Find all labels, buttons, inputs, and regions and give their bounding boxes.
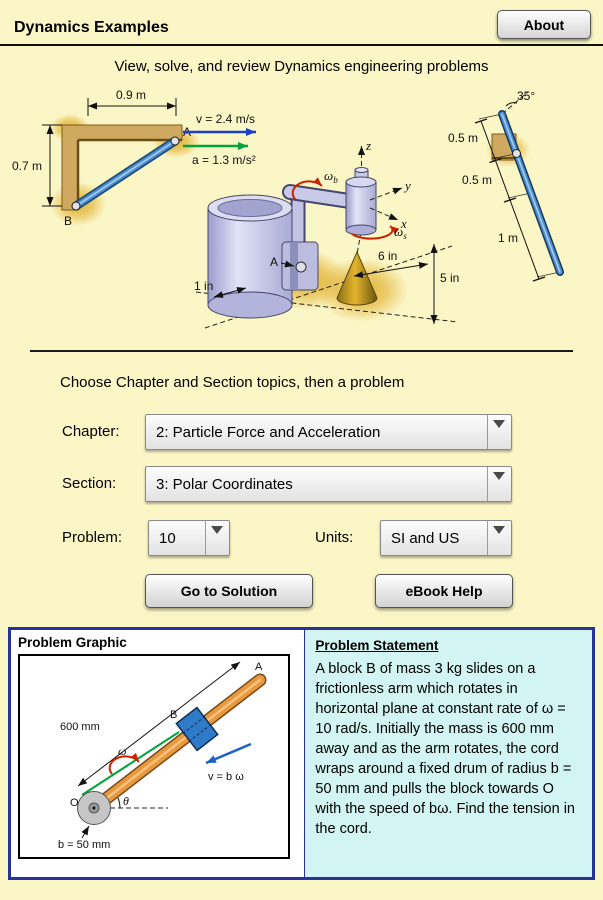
chooser-instruction: Choose Chapter and Section topics, then … xyxy=(60,374,405,391)
dim-label-height: 0.7 m xyxy=(12,159,42,173)
problem-value: 10 xyxy=(159,529,176,547)
origin-label: O xyxy=(70,797,79,809)
pin-a xyxy=(170,136,180,146)
diagram-rotating-mechanism: z y x ωb ωs A 1 in 6 in 5 in xyxy=(194,138,459,329)
drum-radius-label: b = 50 mm xyxy=(58,839,110,851)
omega-s-arrow xyxy=(351,225,400,240)
omega-arrow xyxy=(108,752,140,775)
mech-point-a-label: A xyxy=(270,255,278,269)
units-select-arrow-seg xyxy=(487,521,511,555)
omega-b-label: ωb xyxy=(324,168,338,185)
velocity-label: v = 2.4 m/s xyxy=(196,112,255,126)
diagram-swinging-rod: 35° 0.5 m 0.5 m 1 m xyxy=(448,89,564,282)
cord-line xyxy=(81,731,180,796)
chapter-select[interactable]: 2: Particle Force and Acceleration xyxy=(145,414,512,450)
problem-statement-text: A block B of mass 3 kg slides on a frict… xyxy=(315,661,575,837)
section-select[interactable]: 3: Polar Coordinates xyxy=(145,466,512,502)
problem-graphic-pane: Problem Graphic 600 mm θ xyxy=(11,630,305,877)
problem-label: Problem: xyxy=(62,529,123,546)
block-b-label: B xyxy=(170,709,177,721)
acceleration-label: a = 1.3 m/s² xyxy=(192,153,256,167)
omega-b-arrow xyxy=(291,177,323,201)
problem-statement-title: Problem Statement xyxy=(315,638,439,653)
problem-graphic-drawing: 600 mm θ O xyxy=(58,661,267,851)
chapter-label: Chapter: xyxy=(62,423,120,440)
problem-graphic-box: 600 mm θ O xyxy=(18,654,290,859)
pin-b xyxy=(71,201,81,211)
axis-x-label: x xyxy=(400,216,407,231)
header-divider xyxy=(0,44,603,46)
about-button[interactable]: About xyxy=(497,10,591,39)
section-select-arrow-seg xyxy=(487,467,511,501)
ebook-help-button[interactable]: eBook Help xyxy=(375,574,513,608)
problem-select[interactable]: 10 xyxy=(148,520,230,556)
page-title: Dynamics Examples xyxy=(14,19,169,36)
dim-label-600mm: 600 mm xyxy=(60,721,100,733)
dim-label-bottom: 1 m xyxy=(498,231,518,245)
chevron-down-icon xyxy=(493,526,505,534)
dim-label-1in: 1 in xyxy=(194,279,213,293)
problem-select-arrow-seg xyxy=(205,521,229,555)
hero-illustration: 0.9 m 0.7 m A B v = 2.4 m/s a = 1.3 m/s² xyxy=(12,88,564,329)
block-velocity-arrow xyxy=(205,742,252,765)
point-b-label: B xyxy=(64,214,72,228)
chevron-down-icon xyxy=(493,472,505,480)
units-select[interactable]: SI and US xyxy=(380,520,512,556)
app-subtitle: View, solve, and review Dynamics enginee… xyxy=(114,58,489,75)
axis-y-label: y xyxy=(403,178,411,193)
chevron-down-icon xyxy=(211,526,223,534)
arm-end-a-label: A xyxy=(255,661,263,673)
chapter-value: 2: Particle Force and Acceleration xyxy=(156,423,381,441)
dim-label-top: 0.5 m xyxy=(448,131,478,145)
chevron-down-icon xyxy=(493,420,505,428)
section-label: Section: xyxy=(62,475,117,492)
angle-label: 35° xyxy=(517,89,535,103)
problem-panel: Problem Graphic 600 mm θ xyxy=(8,627,595,880)
clevis-pin xyxy=(295,261,307,273)
dim-label-6in: 6 in xyxy=(378,249,397,263)
problem-statement-pane: Problem Statement A block B of mass 3 kg… xyxy=(304,630,592,877)
section-divider xyxy=(30,350,573,352)
chapter-select-arrow-seg xyxy=(487,415,511,449)
problem-graphic-title: Problem Graphic xyxy=(18,635,127,650)
rod-pivot-pin xyxy=(512,149,521,158)
dim-label-mid: 0.5 m xyxy=(462,173,492,187)
section-value: 3: Polar Coordinates xyxy=(156,475,293,493)
diagram-rod-on-bracket: 0.9 m 0.7 m A B v = 2.4 m/s a = 1.3 m/s² xyxy=(12,88,256,228)
units-label: Units: xyxy=(315,529,354,546)
omega-s-label: ωs xyxy=(394,224,407,241)
dim-label-5in: 5 in xyxy=(440,271,459,285)
block-velocity-label: v = b ω xyxy=(208,771,244,783)
go-to-solution-button[interactable]: Go to Solution xyxy=(145,574,313,608)
dim-label-width: 0.9 m xyxy=(116,88,146,102)
units-value: SI and US xyxy=(391,529,460,547)
block-b xyxy=(175,706,219,752)
omega-label: ω xyxy=(118,744,126,758)
axis-z-label: z xyxy=(365,138,371,153)
theta-label: θ xyxy=(123,794,129,808)
